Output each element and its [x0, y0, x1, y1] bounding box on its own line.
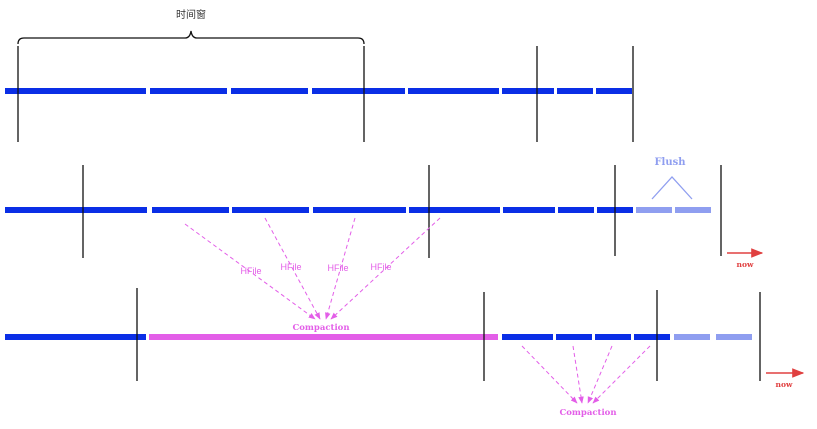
memstore-segment — [5, 88, 146, 94]
hfile-arrow — [330, 217, 441, 320]
hfile-label: HFile — [327, 263, 348, 273]
hfile-label: HFile — [280, 262, 301, 272]
memstore-segment — [408, 88, 499, 94]
now-label: now — [776, 380, 793, 389]
flush-chevron — [651, 176, 693, 200]
memstore-segment — [5, 334, 146, 340]
now-label: now — [737, 260, 754, 269]
hfile-label: HFile — [370, 262, 391, 272]
hfile-compaction-arrows — [184, 217, 441, 320]
compaction-arrow — [592, 345, 651, 404]
memstore-segment — [634, 334, 670, 340]
compaction-arrow — [572, 345, 584, 404]
time-window-brace — [17, 30, 365, 45]
hfile-arrow — [184, 223, 316, 320]
flushed-segment — [675, 207, 711, 213]
flushed-segment — [636, 207, 672, 213]
compaction-label: Compaction — [559, 408, 616, 418]
time-window-label: 时间窗 — [176, 8, 206, 21]
hfile-arrow — [264, 217, 321, 320]
flush-label: Flush — [654, 157, 686, 168]
memstore-segment — [152, 207, 229, 213]
flushed-segment — [674, 334, 710, 340]
memstore-segment — [503, 207, 555, 213]
compacted-segment — [149, 334, 498, 340]
compaction-arrow — [587, 345, 613, 404]
memstore-segment — [150, 88, 227, 94]
row-3: now Compaction — [5, 288, 805, 418]
hfile-arrow — [325, 217, 356, 320]
memstore-segment — [595, 334, 631, 340]
memstore-segment — [558, 207, 594, 213]
memstore-segment — [502, 334, 553, 340]
memstore-segment — [312, 88, 405, 94]
compaction-label: Compaction — [292, 323, 349, 333]
hfile-label: HFile — [240, 266, 261, 276]
flushed-segment — [716, 334, 752, 340]
compaction-arrows — [521, 345, 651, 404]
memstore-segment — [232, 207, 309, 213]
compaction-arrow — [521, 345, 578, 404]
memstore-segment — [502, 88, 554, 94]
memstore-segment — [5, 207, 147, 213]
memstore-segment — [556, 334, 592, 340]
row-2: Flush now HFile HFile HFile HFile Compac… — [5, 157, 764, 333]
memstore-segment — [596, 88, 632, 94]
memstore-segment — [557, 88, 593, 94]
row-1: 时间窗 — [5, 8, 634, 142]
memstore-segment — [231, 88, 308, 94]
memstore-segment — [409, 207, 500, 213]
memstore-segment — [313, 207, 406, 213]
